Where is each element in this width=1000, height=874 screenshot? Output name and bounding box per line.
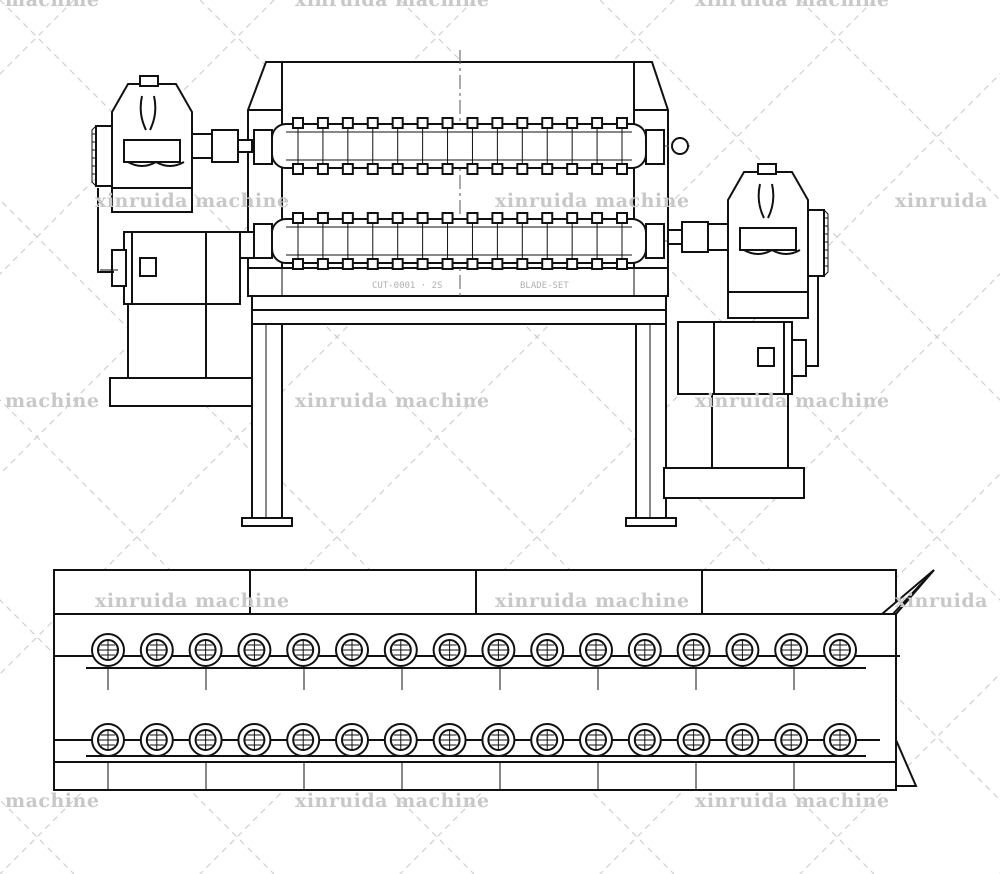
watermark: machine xyxy=(5,390,99,412)
conveyor-roller xyxy=(774,723,809,757)
cutter-disc xyxy=(341,117,354,175)
watermark: xinruida machine xyxy=(295,0,490,11)
cutter-disc xyxy=(541,212,554,270)
watermark: xinruida machine xyxy=(295,790,490,812)
cutter-disc xyxy=(441,212,454,270)
conveyor-roller xyxy=(139,723,174,757)
cutter-disc xyxy=(591,117,604,175)
cutter-disc xyxy=(316,212,329,270)
cutter-disc xyxy=(566,117,579,175)
cutter-disc xyxy=(391,212,404,270)
watermark: xinruida machine xyxy=(95,590,290,612)
cutter-disc xyxy=(292,212,304,270)
roller-conveyor-side-view xyxy=(53,569,935,791)
conveyor-roller xyxy=(823,723,857,757)
cutter-disc xyxy=(316,117,329,175)
watermark: xinruida machine xyxy=(695,390,890,412)
conveyor-roller xyxy=(579,633,613,667)
cutter-disc xyxy=(366,212,379,270)
conveyor-roller xyxy=(823,633,857,667)
conveyor-frame-ticks xyxy=(107,668,795,790)
conveyor-roller xyxy=(188,633,223,667)
cutter-disc xyxy=(616,117,628,175)
lower-cutter-shaft xyxy=(271,212,647,270)
upper-roller-row xyxy=(91,633,857,667)
conveyor-roller xyxy=(383,723,418,757)
cutter-disc xyxy=(366,117,379,175)
cutter-disc xyxy=(391,117,404,175)
conveyor-roller xyxy=(676,633,711,667)
left-motor-base xyxy=(109,303,253,407)
conveyor-roller xyxy=(139,633,174,667)
right-gearbox xyxy=(667,137,829,319)
conveyor-roller xyxy=(335,723,369,757)
conveyor-roller xyxy=(432,633,467,667)
conveyor-roller xyxy=(627,633,662,667)
cutter-disc xyxy=(292,117,304,175)
conveyor-roller xyxy=(725,723,760,757)
cutter-disc xyxy=(566,212,579,270)
conveyor-roller xyxy=(725,633,760,667)
conveyor-roller xyxy=(530,633,565,667)
upper-cutter-shaft xyxy=(271,117,647,175)
cutter-disc xyxy=(491,212,504,270)
right-motor-base xyxy=(663,393,805,499)
conveyor-roller xyxy=(579,723,613,757)
support-frame xyxy=(241,295,677,527)
cutter-disc xyxy=(466,212,479,270)
svg-text:BLADE-SET: BLADE-SET xyxy=(520,281,569,291)
conveyor-roller xyxy=(286,723,321,757)
cutter-disc xyxy=(416,117,429,175)
conveyor-roller xyxy=(774,633,809,667)
watermark: machine xyxy=(5,0,99,11)
cutter-disc xyxy=(441,117,454,175)
svg-text:CUT-0001 · 2S: CUT-0001 · 2S xyxy=(372,281,442,291)
cutter-disc xyxy=(491,117,504,175)
watermark: xinruida xyxy=(895,190,988,212)
conveyor-roller xyxy=(627,723,662,757)
conveyor-roller xyxy=(481,723,516,757)
conveyor-roller xyxy=(91,723,125,757)
cutter-disc xyxy=(541,117,554,175)
watermark: xinruida xyxy=(895,590,988,612)
conveyor-roller xyxy=(286,633,321,667)
watermark: machine xyxy=(5,790,99,812)
conveyor-roller xyxy=(530,723,565,757)
conveyor-roller xyxy=(676,723,711,757)
left-gearbox xyxy=(91,75,253,213)
conveyor-roller xyxy=(432,723,467,757)
cutter-disc xyxy=(516,117,529,175)
watermarks: xinruida machine xinruida machine machin… xyxy=(5,0,988,812)
left-motor xyxy=(97,188,255,305)
watermark: xinruida machine xyxy=(695,0,890,11)
shredder-front-view: CUT-0001 · 2S BLADE-SET xyxy=(91,50,829,527)
cutter-disc xyxy=(466,117,479,175)
cutter-disc xyxy=(341,212,354,270)
conveyor-roller xyxy=(335,633,369,667)
cutter-disc xyxy=(591,212,604,270)
watermark: xinruida machine xyxy=(495,190,690,212)
cutter-disc xyxy=(516,212,529,270)
watermark: xinruida machine xyxy=(695,790,890,812)
conveyor-roller xyxy=(188,723,223,757)
conveyor-roller xyxy=(237,633,272,667)
cutter-disc xyxy=(616,212,628,270)
conveyor-roller xyxy=(383,633,418,667)
cutter-disc xyxy=(416,212,429,270)
watermark: xinruida machine xyxy=(295,390,490,412)
watermark: xinruida machine xyxy=(95,190,290,212)
conveyor-roller xyxy=(481,633,516,667)
conveyor-roller xyxy=(91,633,125,667)
conveyor-roller xyxy=(237,723,272,757)
watermark: xinruida machine xyxy=(495,590,690,612)
lower-roller-row xyxy=(91,723,857,757)
